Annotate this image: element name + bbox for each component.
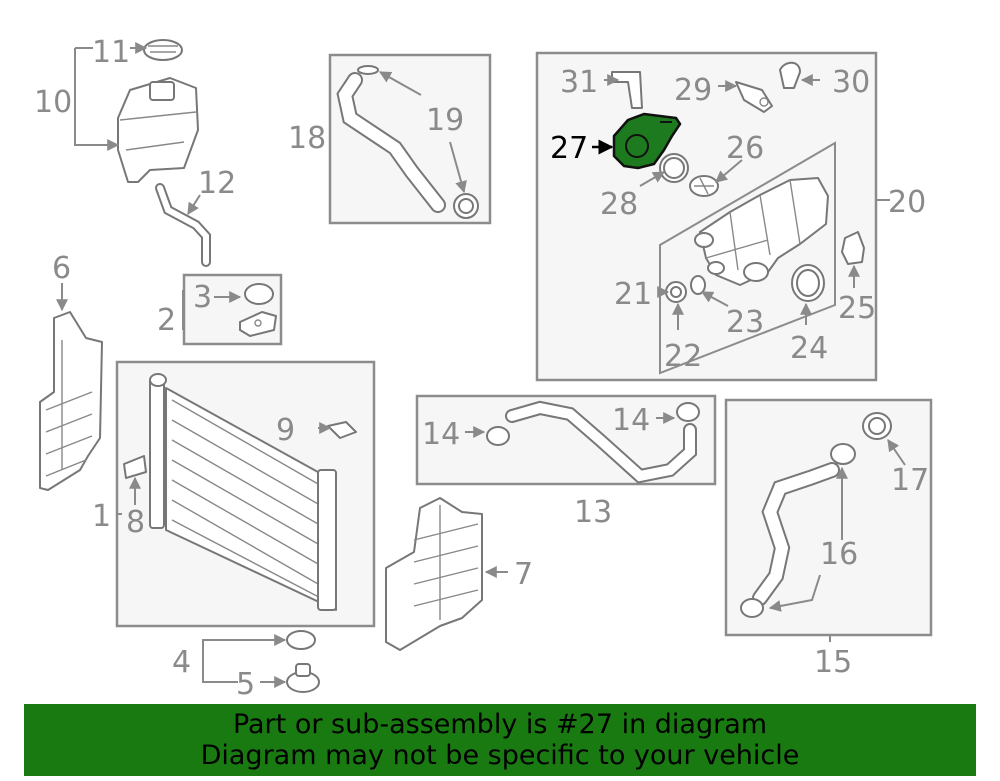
callout-28: 28	[600, 187, 638, 222]
fitting-17-part	[862, 412, 892, 440]
hose-15-part	[752, 462, 840, 606]
callout-9: 9	[276, 413, 295, 448]
callout-14-right: 14	[612, 403, 650, 438]
callout-7: 7	[514, 557, 533, 592]
bracket-9-part	[327, 421, 357, 439]
gasket-25-part	[841, 231, 865, 265]
callout-26: 26	[726, 131, 764, 166]
clamp-14-right-part	[676, 402, 700, 422]
callout-4: 4	[172, 645, 191, 680]
parts-diagram: 1 2 3 4 5 6 7 8 9 10 11 12 13 14 14 15 1…	[34, 35, 933, 700]
clip-30-part	[779, 61, 801, 89]
callout-2: 2	[157, 303, 176, 338]
callout-18: 18	[288, 121, 326, 156]
callout-10: 10	[34, 85, 72, 120]
reservoir-hose-part	[155, 183, 211, 267]
gasket-24-part	[791, 264, 825, 302]
callout-12: 12	[198, 166, 236, 201]
bracket-8-part	[123, 455, 147, 479]
gasket-19-part	[453, 193, 479, 219]
bracket-cap-part	[239, 283, 277, 337]
callout-17: 17	[891, 463, 929, 498]
reservoir-tank-part	[117, 77, 199, 183]
callout-6: 6	[52, 251, 71, 286]
banner-line-2: Diagram may not be specific to your vehi…	[200, 740, 800, 771]
callout-15: 15	[814, 645, 852, 680]
water-outlet-fitting-27-highlighted[interactable]	[612, 112, 682, 170]
banner-line-1: Part or sub-assembly is #27 in diagram	[232, 709, 768, 740]
sensor-29-part	[735, 81, 773, 113]
air-guard-7-part	[385, 497, 483, 651]
radiator-part	[149, 373, 337, 611]
callout-3: 3	[193, 280, 212, 315]
callout-labels: 1 2 3 4 5 6 7 8 9 10 11 12 13 14 14 15 1…	[34, 35, 929, 700]
callout-22: 22	[664, 339, 702, 374]
callout-5: 5	[236, 667, 255, 700]
callout-29: 29	[674, 73, 712, 108]
callout-21: 21	[614, 277, 652, 312]
cap-21-part	[665, 281, 687, 303]
thermostat-26-part	[689, 175, 719, 197]
callout-27: 27	[550, 131, 588, 166]
info-banner: Part or sub-assembly is #27 in diagram D…	[24, 704, 976, 776]
callout-16: 16	[820, 537, 858, 572]
clamp-16-lower-part	[740, 598, 764, 618]
callout-31: 31	[560, 65, 598, 100]
o-ring-23-part	[690, 275, 706, 295]
callout-11: 11	[92, 35, 130, 70]
callout-13: 13	[574, 495, 612, 530]
clamp-16-upper-part	[830, 443, 856, 465]
thermostat-housing-part	[694, 177, 829, 286]
callout-24: 24	[790, 331, 828, 366]
clamp-14-left-part	[486, 426, 510, 446]
callout-19: 19	[426, 103, 464, 138]
hose-18-part	[336, 65, 446, 213]
air-guard-6-part	[39, 311, 103, 491]
callout-8: 8	[126, 505, 145, 540]
leader-lines	[56, 42, 906, 688]
callout-14-left: 14	[422, 417, 460, 452]
callout-25: 25	[838, 291, 876, 326]
callout-23: 23	[726, 305, 764, 340]
drain-plug-5-part	[286, 663, 320, 693]
callout-20: 20	[888, 185, 926, 220]
callout-1: 1	[92, 499, 111, 534]
cushion-4-part	[286, 630, 316, 650]
callout-30: 30	[832, 65, 870, 100]
hose-13-part	[505, 400, 697, 484]
reservoir-cap-part	[143, 39, 183, 61]
o-ring-28-part	[659, 153, 689, 183]
housing-subframe	[659, 141, 836, 375]
